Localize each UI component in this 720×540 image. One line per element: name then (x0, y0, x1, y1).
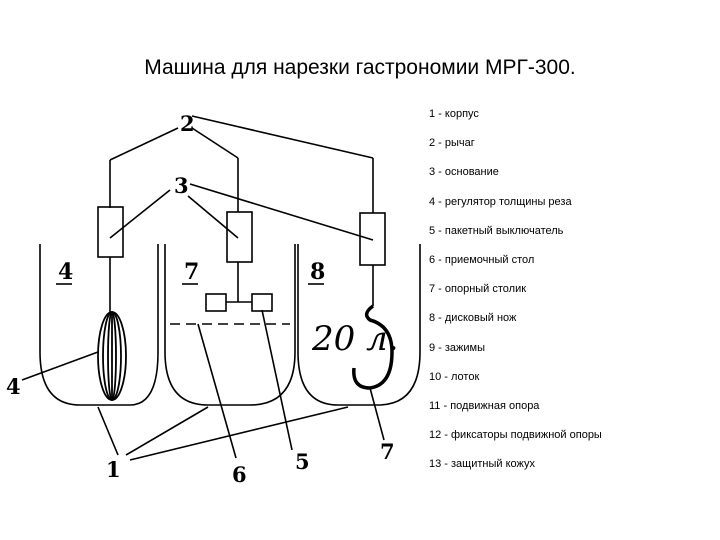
middle-insulator-box (226, 211, 253, 263)
legend-item-2: 2 - рычаг (429, 137, 475, 150)
legend-item-9: 9 - зажимы (429, 341, 486, 354)
label-2: 2 (180, 111, 195, 136)
legend-item-4: 4 - регулятор толщины реза (429, 195, 572, 208)
legend-item-13: 13 - защитный кожух (429, 458, 535, 471)
legend-item-8: 8 - дисковый нож (429, 312, 517, 325)
label-8-tank: 8 (310, 259, 325, 285)
leader-5 (261, 309, 293, 451)
leader-6 (197, 323, 237, 459)
legend-item-10: 10 - лоток (429, 370, 480, 383)
leader-2-right (191, 115, 374, 159)
diagram-title: Машина для нарезки гастрономии МРГ-300. (144, 56, 576, 79)
leader-7-bottom (369, 387, 385, 441)
label-4-bottom: 4 (6, 374, 21, 399)
label-3: 3 (174, 173, 189, 198)
leader-2-left (109, 127, 179, 161)
label-5: 5 (295, 449, 310, 474)
tank-left (39, 244, 159, 406)
legend-item-5: 5 - пакетный выключатель (429, 224, 564, 237)
right-insulator-box (359, 212, 386, 266)
leader-1-b (125, 406, 209, 456)
label-1: 1 (106, 457, 121, 482)
tank-middle (164, 244, 296, 406)
legend-item-7: 7 - опорный столик (429, 283, 527, 296)
legend-item-1: 1 - корпус (429, 108, 479, 120)
legend-item-11: 11 - подвижная опора (429, 399, 540, 412)
left-insulator-box (97, 206, 124, 258)
leader-1-a (97, 406, 119, 456)
label-4-left: 4 (58, 259, 73, 285)
legend-item-12: 12 - фиксаторы подвижной опоры (429, 429, 602, 442)
leader-4-bottom (21, 351, 99, 381)
leader-3-middle (187, 195, 239, 239)
tank-right (297, 244, 421, 406)
legend-item-3: 3 - основание (429, 166, 499, 179)
leader-3-left (109, 189, 171, 239)
electrode-bundle (97, 311, 127, 401)
label-7-bottom: 7 (380, 439, 395, 464)
label-6: 6 (232, 462, 247, 487)
leader-2-middle (191, 127, 239, 159)
hook-coil (352, 304, 394, 390)
clamp-left (205, 293, 227, 312)
clamp-right (251, 293, 273, 312)
label-7-tank: 7 (184, 259, 199, 285)
volume-label: 20 л. (311, 319, 399, 359)
legend-item-6: 6 - приемочный стол (429, 253, 535, 266)
leader-3-right (189, 183, 374, 241)
leader-1-c (129, 406, 349, 461)
legend-list: 1 - корпус 2 - рычаг 3 - основание 4 - р… (429, 100, 602, 479)
